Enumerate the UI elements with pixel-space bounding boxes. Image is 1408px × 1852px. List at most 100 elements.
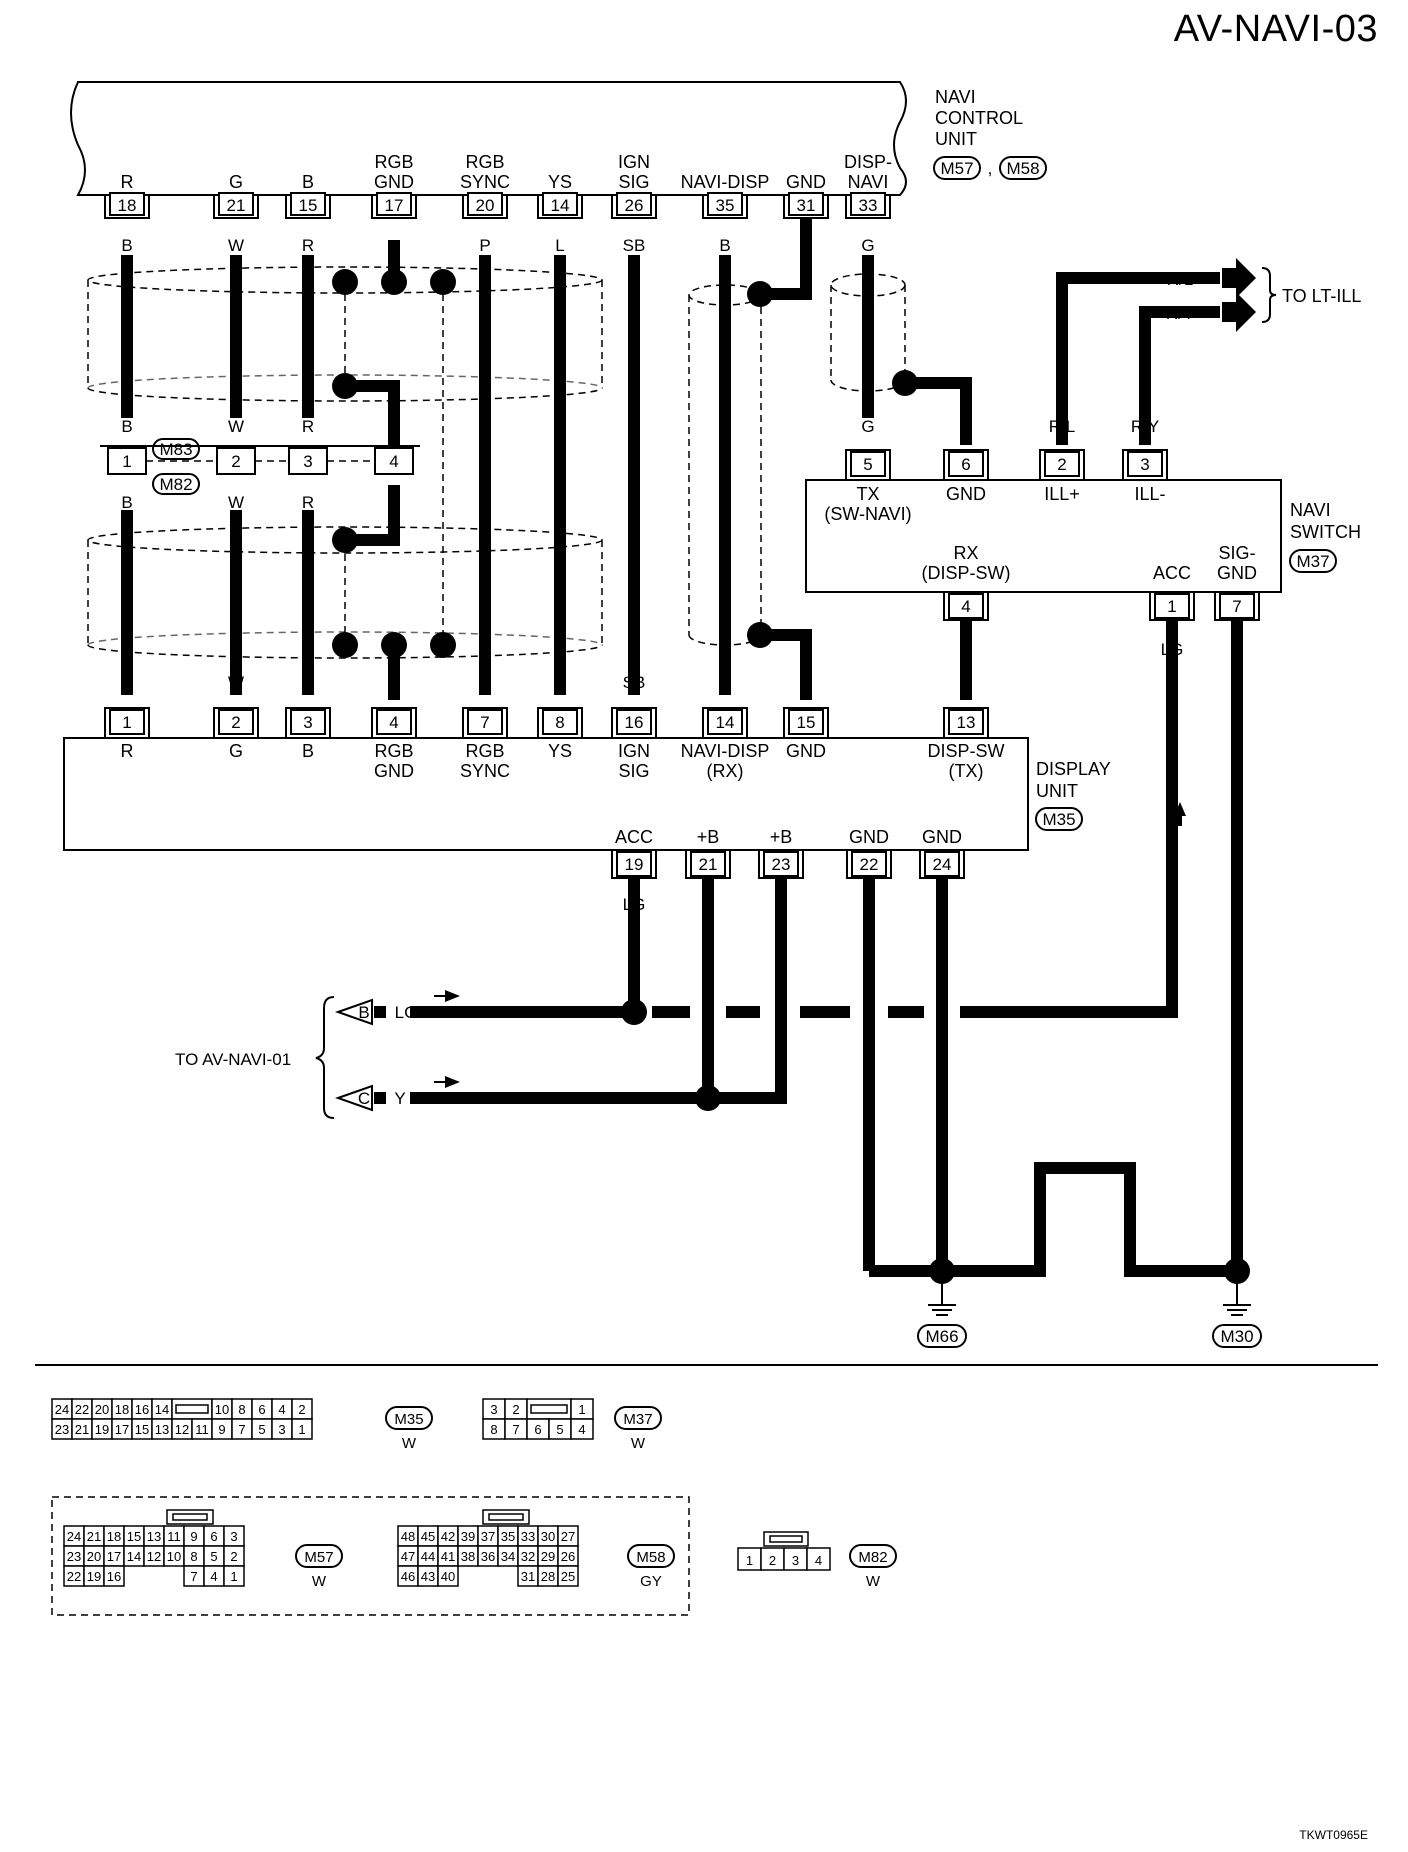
m57-pin: 20 bbox=[87, 1549, 101, 1564]
svg-text:B: B bbox=[358, 1003, 369, 1022]
svg-text:RGB: RGB bbox=[465, 741, 504, 761]
m58-pin: 46 bbox=[401, 1569, 415, 1584]
svg-text:B: B bbox=[121, 417, 132, 436]
svg-text:B: B bbox=[936, 895, 947, 914]
m82-pin: 3 bbox=[792, 1553, 799, 1568]
svg-text:IGN: IGN bbox=[618, 741, 650, 761]
svg-text:RGB: RGB bbox=[374, 741, 413, 761]
svg-text:SB: SB bbox=[623, 236, 646, 255]
m35-pin: 13 bbox=[155, 1422, 169, 1437]
m37-pin: 7 bbox=[512, 1422, 519, 1437]
svg-text:L: L bbox=[555, 673, 564, 692]
m35-pin: 21 bbox=[75, 1422, 89, 1437]
navi-switch-name-2: SWITCH bbox=[1290, 522, 1361, 542]
svg-text:R: R bbox=[302, 493, 314, 512]
svg-text:B: B bbox=[863, 895, 874, 914]
navi-control-unit-name-1: NAVI bbox=[935, 87, 976, 107]
m57-pin: 24 bbox=[67, 1529, 81, 1544]
svg-text:5: 5 bbox=[863, 455, 872, 474]
ncu-label-b: B bbox=[302, 172, 314, 192]
m58-pin: 36 bbox=[481, 1549, 495, 1564]
connector-color-m82: W bbox=[866, 1573, 881, 1590]
svg-text:L: L bbox=[555, 236, 564, 255]
svg-text:B: B bbox=[121, 236, 132, 255]
m35-pin: 5 bbox=[258, 1422, 265, 1437]
lt-ill-label: TO LT-ILL bbox=[1282, 286, 1361, 306]
m57-pin: 19 bbox=[87, 1569, 101, 1584]
ncu-label-rgb-sync-1: RGB bbox=[465, 152, 504, 172]
ncu-label-gnd: GND bbox=[786, 172, 826, 192]
svg-text:1: 1 bbox=[122, 452, 131, 471]
svg-text:SIG-: SIG- bbox=[1218, 543, 1255, 563]
m37-pin: 1 bbox=[578, 1402, 585, 1417]
connector-tag-m58: M58 bbox=[1006, 159, 1039, 178]
ncu-pin-26: 26 bbox=[611, 192, 657, 219]
svg-text:31: 31 bbox=[797, 196, 816, 215]
svg-text:GND: GND bbox=[849, 827, 889, 847]
m35-pin: 14 bbox=[155, 1402, 169, 1417]
m37-pin: 6 bbox=[534, 1422, 541, 1437]
ground-m66: M66 bbox=[925, 1327, 958, 1346]
svg-text:P: P bbox=[479, 673, 490, 692]
svg-text:B: B bbox=[936, 1213, 947, 1232]
m57-pin: 16 bbox=[107, 1569, 121, 1584]
m35-pin: 22 bbox=[75, 1402, 89, 1417]
navi-switch: G 5 6 R/L 2 R/Y 3 TX (SW-NAVI) GND ILL+ … bbox=[805, 417, 1361, 659]
splice-dots bbox=[332, 269, 1250, 1284]
svg-text:R: R bbox=[121, 741, 134, 761]
m35-pin: 12 bbox=[175, 1422, 189, 1437]
m57-pin: 23 bbox=[67, 1549, 81, 1564]
m58-pin: 40 bbox=[441, 1569, 455, 1584]
m35-pin: 20 bbox=[95, 1402, 109, 1417]
svg-text:7: 7 bbox=[1232, 597, 1241, 616]
m35-pin: 3 bbox=[278, 1422, 285, 1437]
svg-text:B: B bbox=[121, 493, 132, 512]
svg-text:R/Y: R/Y bbox=[1166, 304, 1194, 323]
m35-pin: 11 bbox=[195, 1422, 209, 1437]
m35-pin: 4 bbox=[278, 1402, 285, 1417]
m58-pin: 38 bbox=[461, 1549, 475, 1564]
svg-text:RX: RX bbox=[953, 543, 978, 563]
svg-text:14: 14 bbox=[716, 713, 735, 732]
ncu-pin-15: 15 bbox=[285, 192, 331, 219]
m35-pin: 17 bbox=[115, 1422, 129, 1437]
svg-text:1: 1 bbox=[1167, 597, 1176, 616]
svg-text:3: 3 bbox=[1140, 455, 1149, 474]
svg-text:33: 33 bbox=[859, 196, 878, 215]
ncu-label-g: G bbox=[229, 172, 243, 192]
m57-pin: 6 bbox=[210, 1529, 217, 1544]
svg-text:W: W bbox=[228, 236, 244, 255]
svg-text:1: 1 bbox=[122, 713, 131, 732]
ncu-label-r: R bbox=[121, 172, 134, 192]
connector-tag-m82: M82 bbox=[159, 475, 192, 494]
navi-control-unit-name-2: CONTROL bbox=[935, 108, 1023, 128]
svg-text:3: 3 bbox=[303, 713, 312, 732]
m37-pin: 2 bbox=[512, 1402, 519, 1417]
svg-text:R/L: R/L bbox=[1167, 270, 1193, 289]
svg-text:G: G bbox=[229, 741, 243, 761]
svg-text:15: 15 bbox=[299, 196, 318, 215]
m58-pin: 44 bbox=[421, 1549, 435, 1564]
svg-text:(SW-NAVI): (SW-NAVI) bbox=[824, 504, 911, 524]
connector-tag-m58: M58 bbox=[636, 1549, 665, 1566]
m57-pin: 13 bbox=[147, 1529, 161, 1544]
m58-pin: 34 bbox=[501, 1549, 515, 1564]
av-navi-01-links: TO AV-NAVI-01 B LG C Y bbox=[175, 990, 460, 1119]
svg-text:C: C bbox=[358, 1089, 370, 1108]
svg-text:18: 18 bbox=[118, 196, 137, 215]
m82-pin: 4 bbox=[815, 1553, 822, 1568]
svg-text:R: R bbox=[960, 640, 972, 659]
ncu-pin-20: 20 bbox=[462, 192, 508, 219]
shield-cylinders bbox=[87, 266, 906, 659]
m57-pin: 11 bbox=[167, 1529, 181, 1544]
svg-text:22: 22 bbox=[860, 855, 879, 874]
ncu-pin-35: 35 bbox=[702, 192, 748, 219]
svg-text:4: 4 bbox=[961, 597, 970, 616]
svg-text:14: 14 bbox=[551, 196, 570, 215]
svg-text:+B: +B bbox=[697, 827, 720, 847]
svg-text:(TX): (TX) bbox=[949, 761, 984, 781]
wire-labels-upper: B W R P L SB B G bbox=[121, 236, 874, 255]
navi-control-unit-pin-labels: R G B RGB GND RGB SYNC YS IGN SIG NAVI-D… bbox=[121, 152, 893, 192]
ncu-label-ign-sig-1: IGN bbox=[618, 152, 650, 172]
connector-tag-m57: M57 bbox=[304, 1549, 333, 1566]
